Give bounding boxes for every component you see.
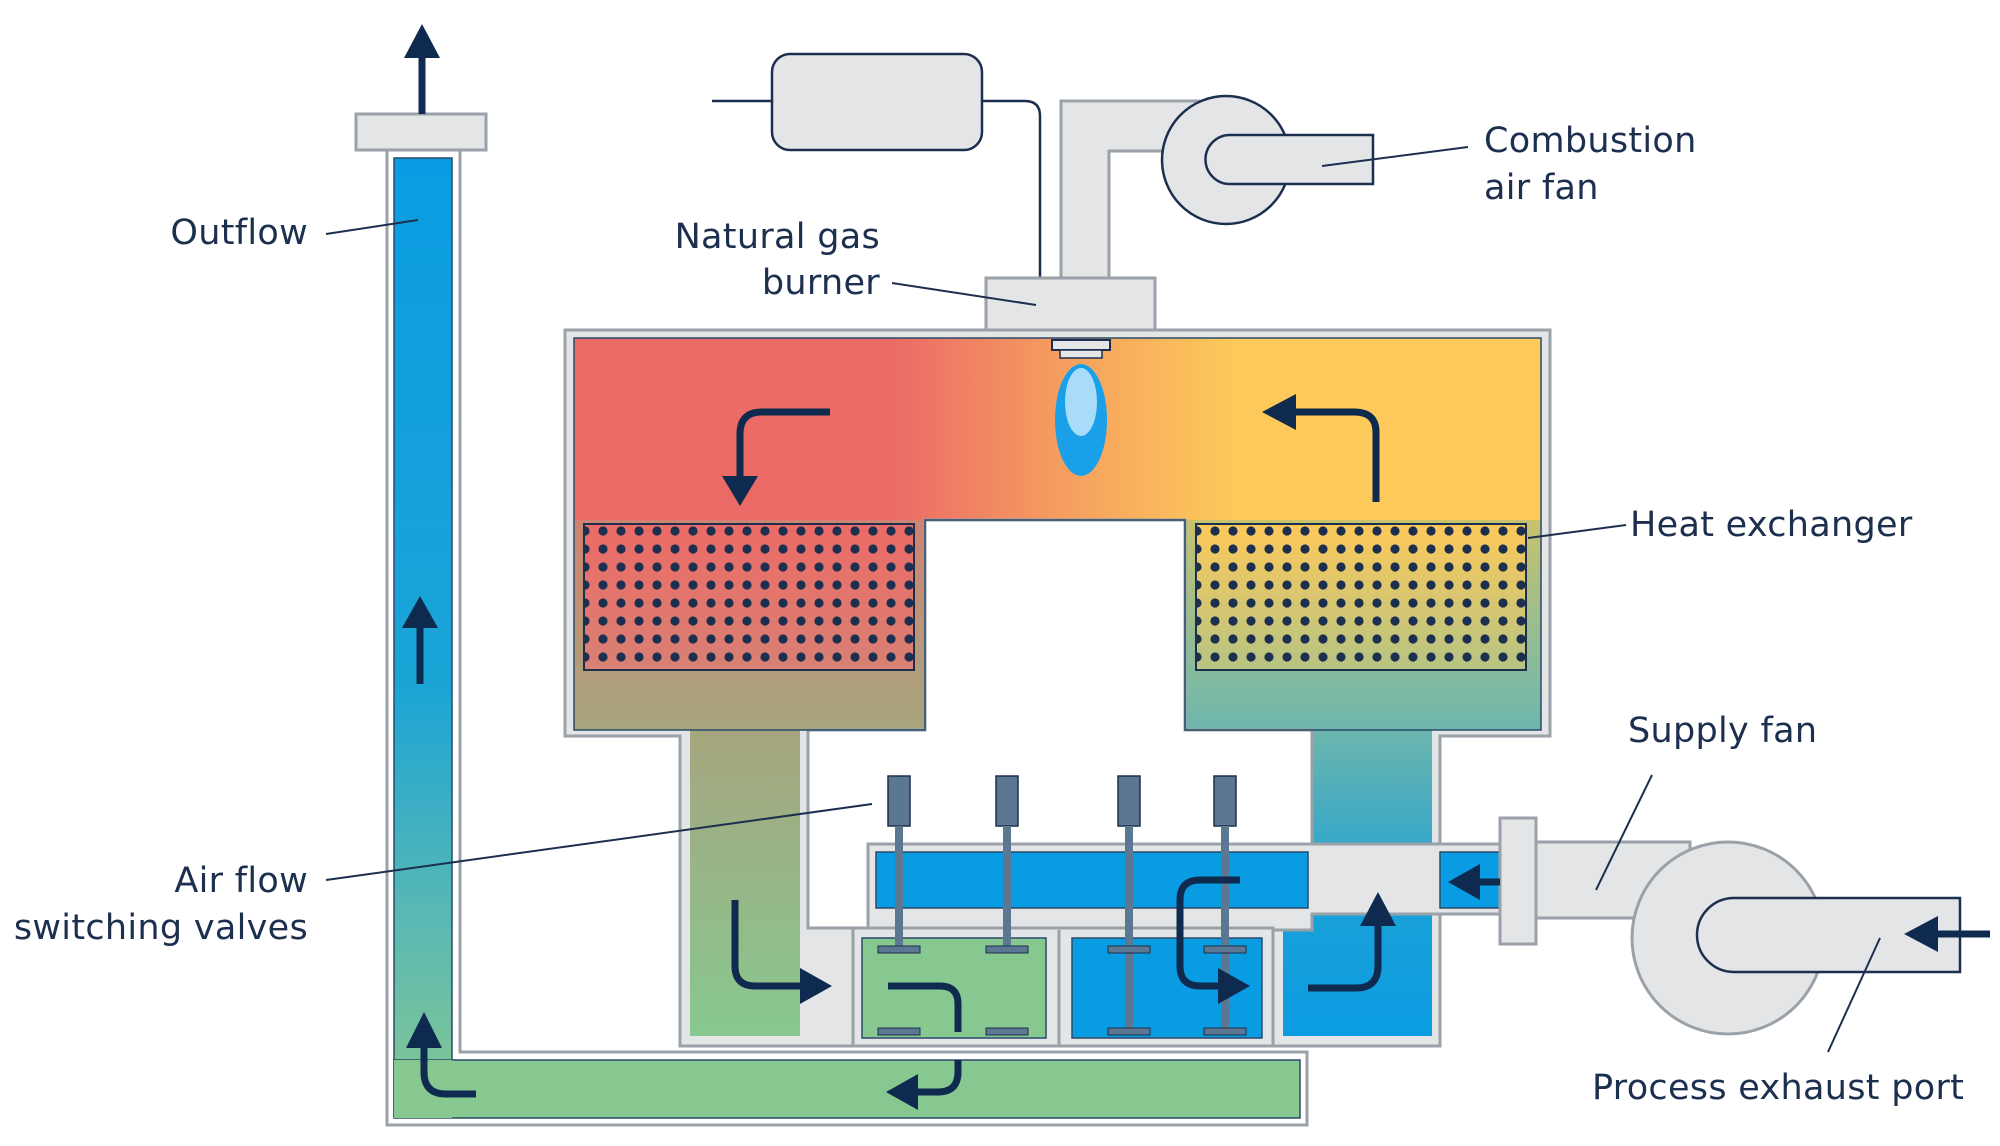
outflow-stack xyxy=(354,112,1309,1127)
valve-3 xyxy=(1107,775,1151,1036)
label-combustion-air-fan-1: Combustion xyxy=(1484,121,1697,161)
labels: Outflow Natural gas burner Combustion ai… xyxy=(14,121,1964,1108)
supply-fan xyxy=(1498,816,1962,1036)
label-natural-gas-burner-2: burner xyxy=(762,263,880,303)
heat-exchanger-right xyxy=(1195,523,1527,671)
air-flow-switching-valves xyxy=(877,775,1247,1036)
heat-exchanger-left xyxy=(583,523,915,671)
label-air-flow-switching-valves-2: switching valves xyxy=(14,908,308,948)
label-process-exhaust-port: Process exhaust port xyxy=(1592,1068,1964,1108)
valve-chambers xyxy=(851,842,1514,1048)
leader-lines xyxy=(325,146,1881,1053)
label-outflow: Outflow xyxy=(170,213,308,253)
arrow-heads xyxy=(402,24,1938,1110)
flow-arrows xyxy=(416,50,1990,1098)
label-natural-gas-burner-1: Natural gas xyxy=(675,217,880,257)
label-heat-exchanger: Heat exchanger xyxy=(1630,505,1913,545)
natural-gas-burner xyxy=(984,276,1157,334)
valve-4 xyxy=(1203,775,1247,1036)
label-supply-fan: Supply fan xyxy=(1628,711,1817,751)
label-air-flow-switching-valves-1: Air flow xyxy=(174,861,308,901)
valve-1 xyxy=(877,775,921,954)
valve-2 xyxy=(985,775,1029,954)
label-combustion-air-fan-2: air fan xyxy=(1484,168,1599,208)
burner-flame xyxy=(1051,339,1111,476)
combustion-air-fan xyxy=(712,52,1375,280)
